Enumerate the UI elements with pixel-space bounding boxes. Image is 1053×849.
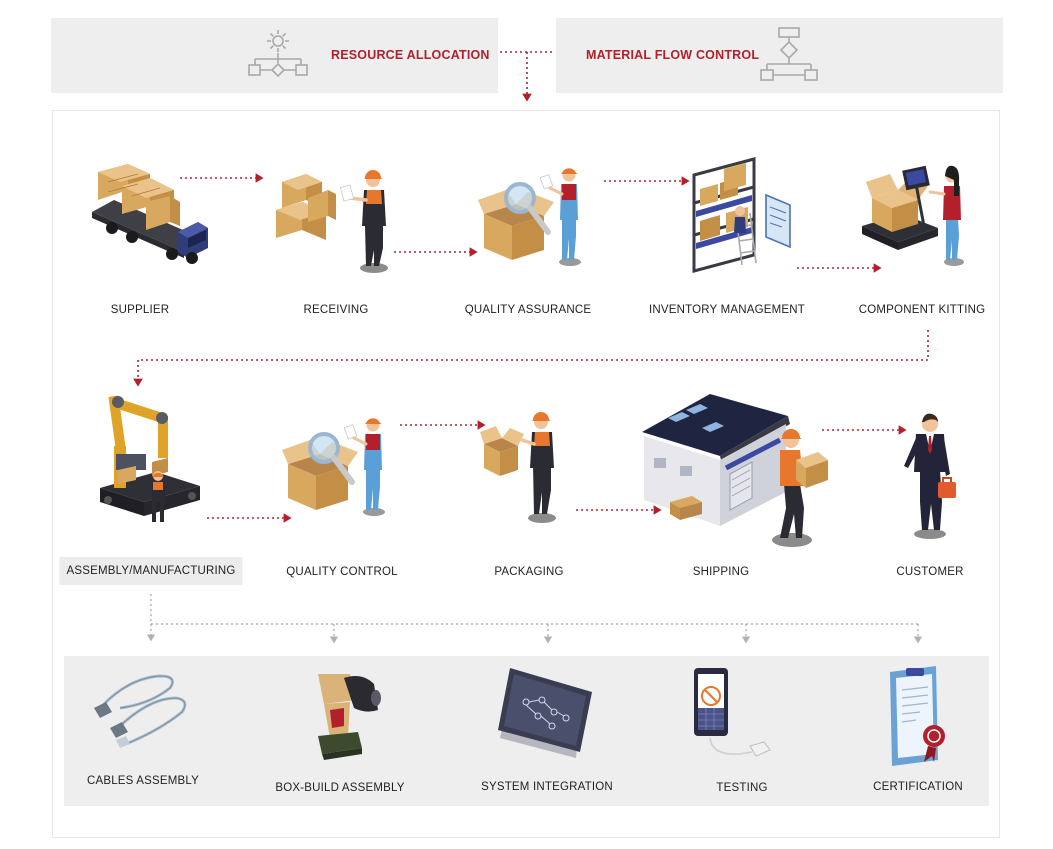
cable-icon	[90, 668, 194, 754]
service-label-certification: CERTIFICATION	[873, 781, 963, 793]
circuit-board-icon	[496, 666, 600, 762]
stage-label-component-kitting: COMPONENT KITTING	[858, 304, 986, 316]
stage-label-quality-control: QUALITY CONTROL	[286, 566, 398, 578]
stage-label-receiving: RECEIVING	[303, 304, 369, 316]
resource-allocation-title: RESOURCE ALLOCATION	[331, 48, 490, 62]
stage-label-supplier: SUPPLIER	[110, 304, 170, 316]
kitting-scale-icon	[858, 162, 968, 270]
material-flow-control-title: MATERIAL FLOW CONTROL	[586, 48, 760, 62]
robot-arm-icon	[96, 392, 206, 532]
power-drill-icon	[304, 670, 386, 762]
material-flow-control-box: MATERIAL FLOW CONTROL	[556, 18, 1003, 93]
test-device-icon	[690, 664, 782, 768]
resource-allocation-box: RESOURCE ALLOCATION	[51, 18, 498, 93]
service-label-testing: TESTING	[716, 782, 768, 794]
stage-label-quality-assurance: QUALITY ASSURANCE	[464, 304, 592, 316]
service-label-box-build-assembly: BOX-BUILD ASSEMBLY	[275, 782, 405, 794]
service-label-system-integration: SYSTEM INTEGRATION	[481, 781, 613, 793]
gear-flowchart-icon	[247, 26, 311, 86]
receiving-worker-icon	[272, 160, 394, 276]
quality-inspection-icon	[280, 410, 390, 520]
packaging-worker-icon	[478, 410, 564, 526]
stage-label-assembly-manufacturing: ASSEMBLY/MANUFACTURING	[59, 557, 243, 585]
supplier-truck-icon	[88, 160, 210, 272]
businessman-icon	[898, 410, 968, 540]
warehouse-building-icon	[640, 388, 836, 556]
stage-label-inventory-management: INVENTORY MANAGEMENT	[648, 304, 806, 316]
stage-label-customer: CUSTOMER	[896, 566, 964, 578]
stage-label-packaging: PACKAGING	[494, 566, 564, 578]
warehouse-shelf-icon	[690, 155, 802, 273]
stage-label-shipping: SHIPPING	[692, 566, 750, 578]
service-label-cables-assembly: CABLES ASSEMBLY	[86, 775, 200, 787]
flowchart-icon	[759, 26, 819, 86]
quality-inspection-icon	[476, 160, 586, 270]
certificate-icon	[886, 666, 950, 770]
